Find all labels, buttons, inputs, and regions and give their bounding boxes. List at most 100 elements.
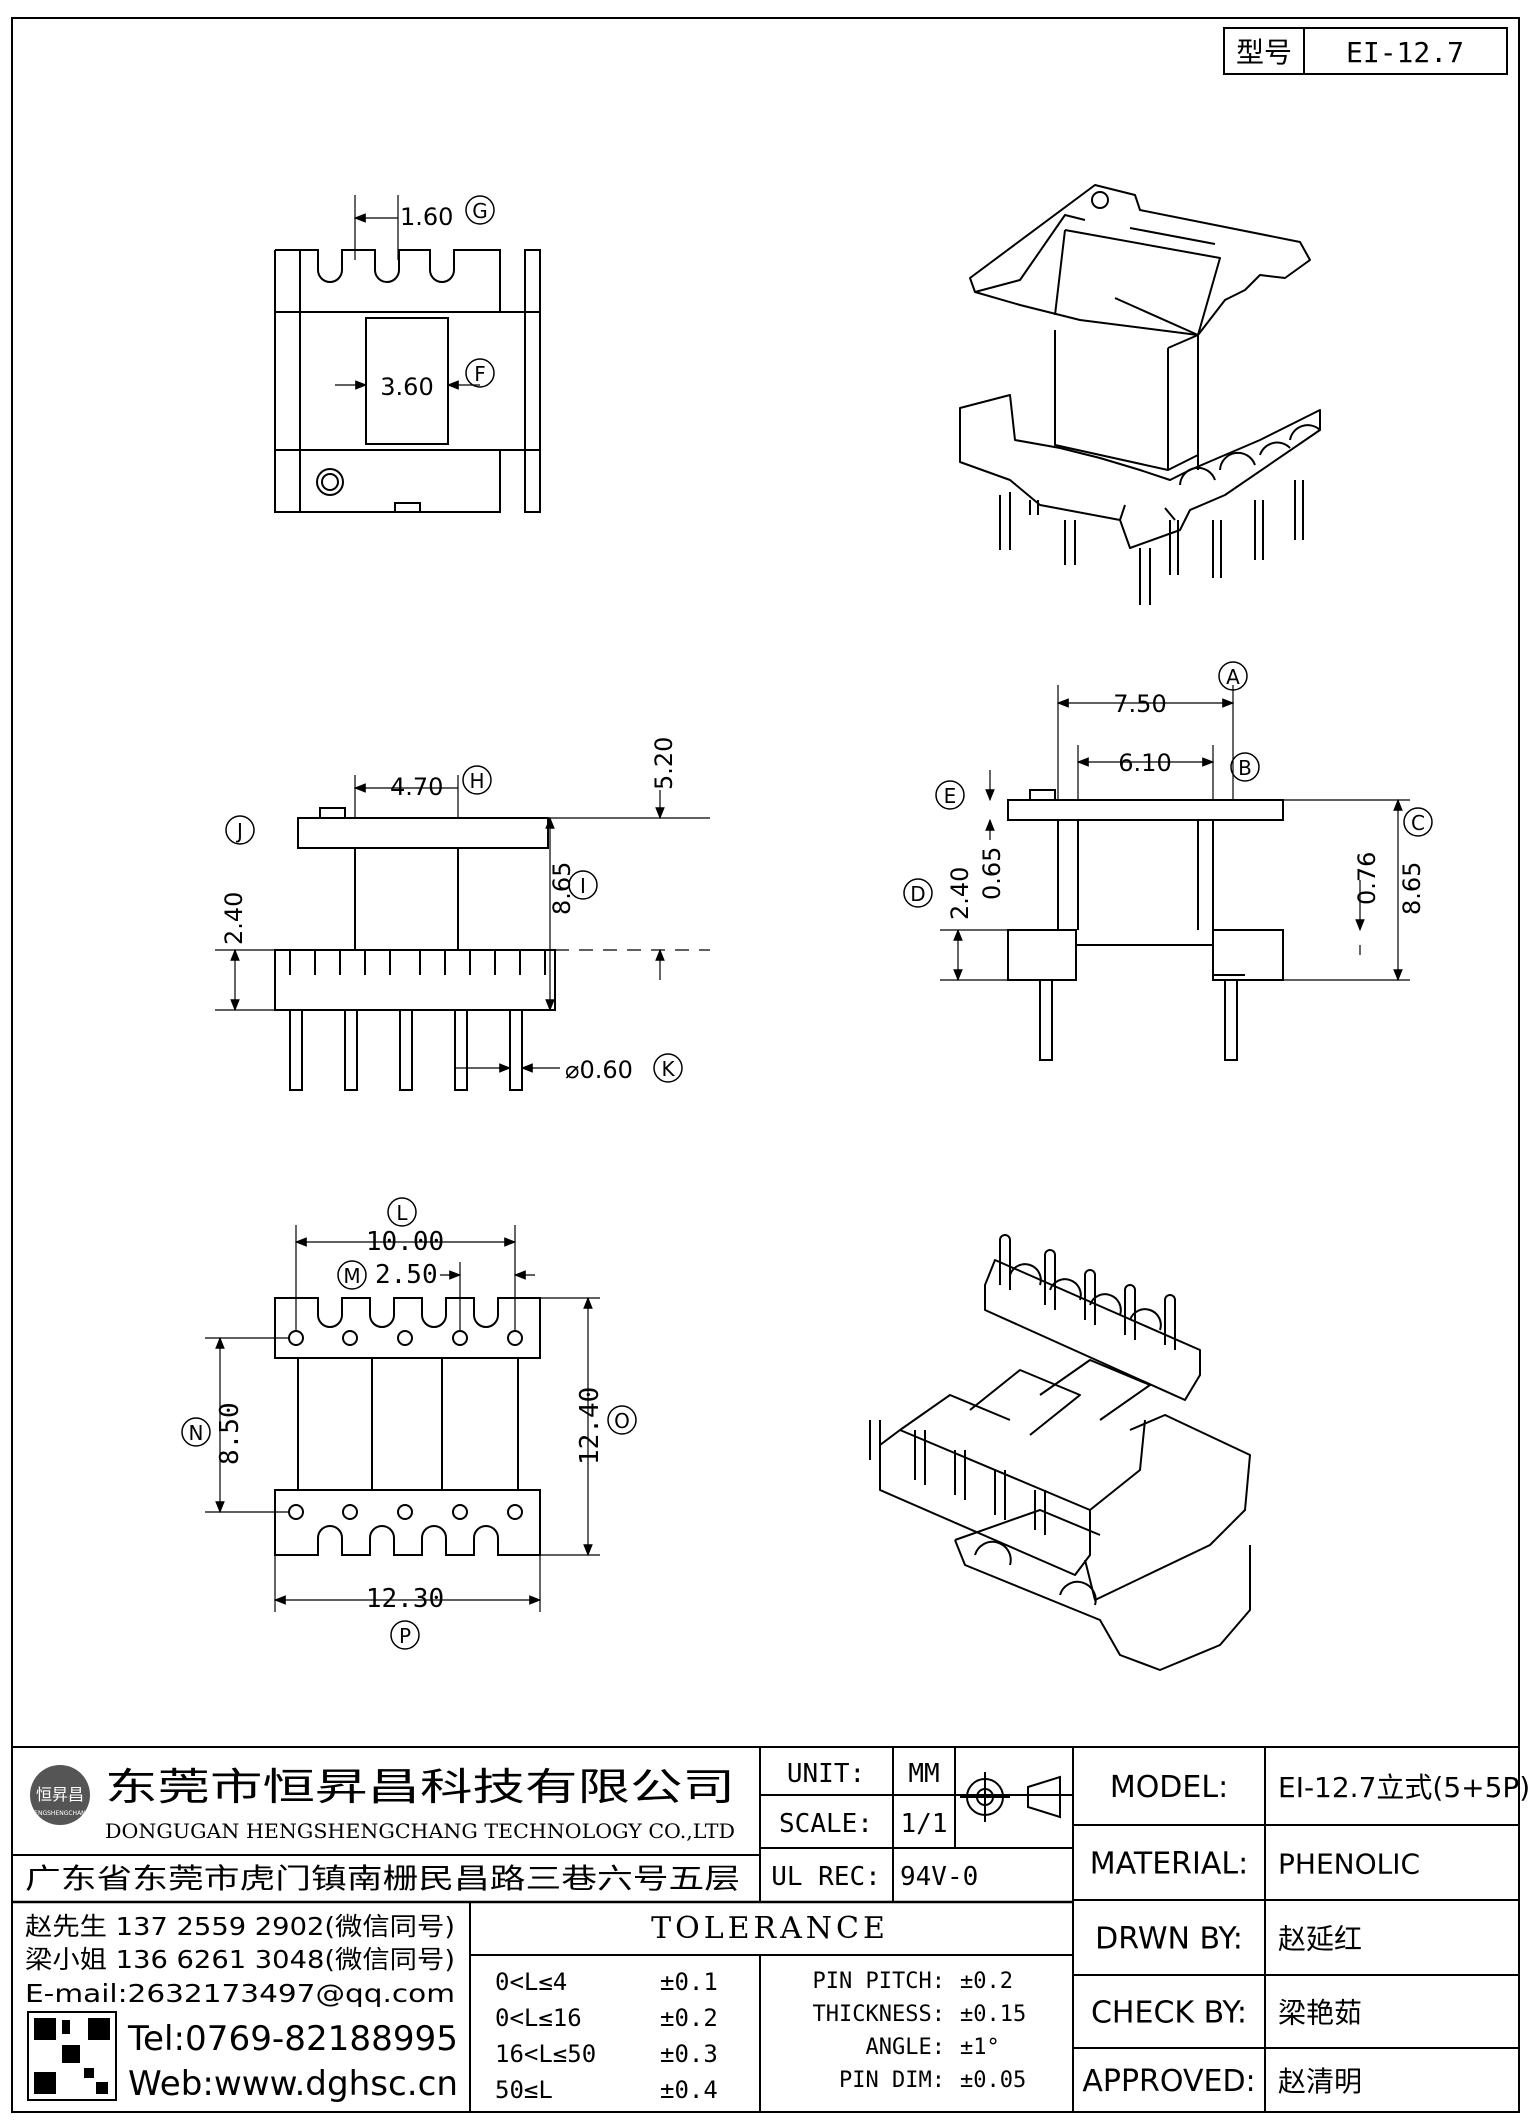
info-label: MATERIAL: <box>1090 1847 1248 1882</box>
contact-email: E-mail:2632173497@qq.com <box>25 1979 455 2008</box>
marker-F: F <box>465 358 495 388</box>
marker-H: H <box>462 765 492 795</box>
tolerance-range: 50≤L <box>495 2076 553 2104</box>
marker-K: K <box>653 1053 683 1083</box>
info-table: MODEL:EI-12.7立式(5+5P)MATERIAL:PHENOLICDR… <box>1082 1770 1530 2099</box>
dim-G <box>353 195 399 260</box>
marker-O: O <box>607 1405 637 1435</box>
ulrec-label: UL REC: <box>771 1862 881 1892</box>
dim-240-left <box>215 948 275 1012</box>
info-value: PHENOLIC <box>1278 1848 1420 1881</box>
svg-text:O: O <box>614 1409 630 1433</box>
dim-P <box>273 1555 542 1612</box>
marker-I: I <box>568 870 598 900</box>
tolerance-range: 0<L≤4 <box>495 1968 567 1996</box>
contact-web: Web:www.dghsc.cn <box>128 2064 458 2104</box>
dim-520-value: 5.20 <box>650 737 678 790</box>
tolerance-extra-value: ±0.2 <box>960 1969 1013 1994</box>
model-box-label: 型号 <box>1236 36 1292 69</box>
tolerance-value: ±0.3 <box>660 2040 718 2068</box>
marker-E: E <box>935 780 965 810</box>
info-label: APPROVED: <box>1082 2064 1255 2099</box>
svg-text:C: C <box>1411 811 1425 835</box>
tolerance-value: ±0.2 <box>660 2004 718 2032</box>
dim-F-value: 3.60 <box>380 373 433 401</box>
scale-label: SCALE: <box>779 1809 873 1839</box>
svg-text:J: J <box>235 819 243 843</box>
tolerance-extra-label: PIN DIM: <box>839 2068 945 2093</box>
sheet-border <box>11 17 1520 2113</box>
dim-P-value: 12.30 <box>366 1584 444 1614</box>
dim-M-value: 2.50 <box>375 1260 438 1290</box>
marker-J: J <box>225 815 255 845</box>
dim-L-value: 10.00 <box>366 1227 444 1257</box>
dim-C2-value: 0.76 <box>1353 852 1381 905</box>
info-value: EI-12.7立式(5+5P) <box>1278 1771 1530 1804</box>
svg-text:N: N <box>189 1421 204 1445</box>
svg-text:A: A <box>1226 665 1240 689</box>
contact-line-1: 赵先生 137 2559 2902(微信同号) <box>25 1912 455 1941</box>
tolerance-value: ±0.4 <box>660 2076 718 2104</box>
isometric-view-bottom <box>869 1234 1251 1671</box>
dim-M <box>440 1262 535 1330</box>
tolerance-extra-value: ±0.05 <box>960 2068 1026 2093</box>
dim-B-value: 6.10 <box>1118 749 1171 777</box>
marker-A: A <box>1218 661 1248 691</box>
dim-B <box>1076 745 1215 800</box>
tolerance-extra: PIN PITCH:±0.2THICKNESS:±0.15ANGLE:±1°PI… <box>813 1969 1027 2093</box>
svg-text:M: M <box>343 1264 360 1288</box>
model-box: 型号 EI-12.7 <box>1223 27 1508 75</box>
marker-C: C <box>1403 807 1433 837</box>
front-view <box>274 807 556 1091</box>
dim-A-value: 7.50 <box>1113 690 1166 718</box>
contact-line-2: 梁小姐 136 6261 3048(微信同号) <box>25 1945 455 1974</box>
dim-I-value: 8.65 <box>548 862 576 915</box>
top-view <box>274 249 541 513</box>
info-label: MODEL: <box>1110 1770 1228 1805</box>
svg-text:D: D <box>910 882 925 906</box>
dim-H-value: 4.70 <box>390 773 443 801</box>
model-box-value: EI-12.7 <box>1346 36 1464 69</box>
company-address: 广东省东莞市虎门镇南栅民昌路三巷六号五层 <box>25 1862 740 1895</box>
tolerance-extra-label: THICKNESS: <box>813 2002 945 2027</box>
scale-value: 1/1 <box>901 1809 948 1839</box>
unit-value: MM <box>908 1759 939 1789</box>
svg-text:H: H <box>469 769 484 793</box>
svg-text:P: P <box>399 1624 411 1648</box>
title-block-lines <box>12 1746 1519 2112</box>
dim-E-value: 0.65 <box>978 847 1006 900</box>
tolerance-extra-label: PIN PITCH: <box>813 1969 945 1994</box>
marker-B: B <box>1230 752 1260 782</box>
dim-I <box>545 790 710 1012</box>
svg-text:G: G <box>472 199 488 223</box>
dim-D-value: 2.40 <box>946 867 974 920</box>
dim-N <box>205 1336 290 1514</box>
unit-label: UNIT: <box>787 1759 865 1789</box>
tolerance-extra-value: ±0.15 <box>960 2002 1026 2027</box>
dim-C <box>1283 798 1410 982</box>
svg-text:E: E <box>944 784 957 808</box>
logo-text: 恒昇昌 <box>36 1785 84 1804</box>
dim-A <box>1056 685 1235 800</box>
logo-subtext: HENGSHENGCHANG <box>30 1810 91 1817</box>
marker-G: G <box>465 195 495 225</box>
tolerance-extra-value: ±1° <box>960 2035 1000 2060</box>
tolerance-table: 0<L≤4±0.10<L≤16±0.216<L≤50±0.350≤L±0.4 <box>495 1968 718 2104</box>
tolerance-title: TOLERANCE <box>651 1911 889 1946</box>
info-value: 赵延红 <box>1278 1923 1362 1956</box>
projection-symbol-icon <box>960 1772 1061 1822</box>
marker-P: P <box>390 1620 420 1650</box>
dim-G-value: 1.60 <box>400 203 453 231</box>
contact-tel: Tel:0769-82188995 <box>127 2019 458 2059</box>
dim-240-left-value: 2.40 <box>220 892 248 945</box>
dim-H <box>353 775 459 818</box>
bottom-view <box>274 1297 541 1556</box>
info-value: 梁艳茹 <box>1278 1997 1362 2030</box>
dim-D <box>940 770 1008 982</box>
tolerance-range: 16<L≤50 <box>495 2040 596 2068</box>
marker-M: M <box>337 1260 367 1290</box>
tolerance-value: ±0.1 <box>660 1968 718 1996</box>
side-view <box>1007 789 1284 1061</box>
svg-text:F: F <box>474 362 486 386</box>
